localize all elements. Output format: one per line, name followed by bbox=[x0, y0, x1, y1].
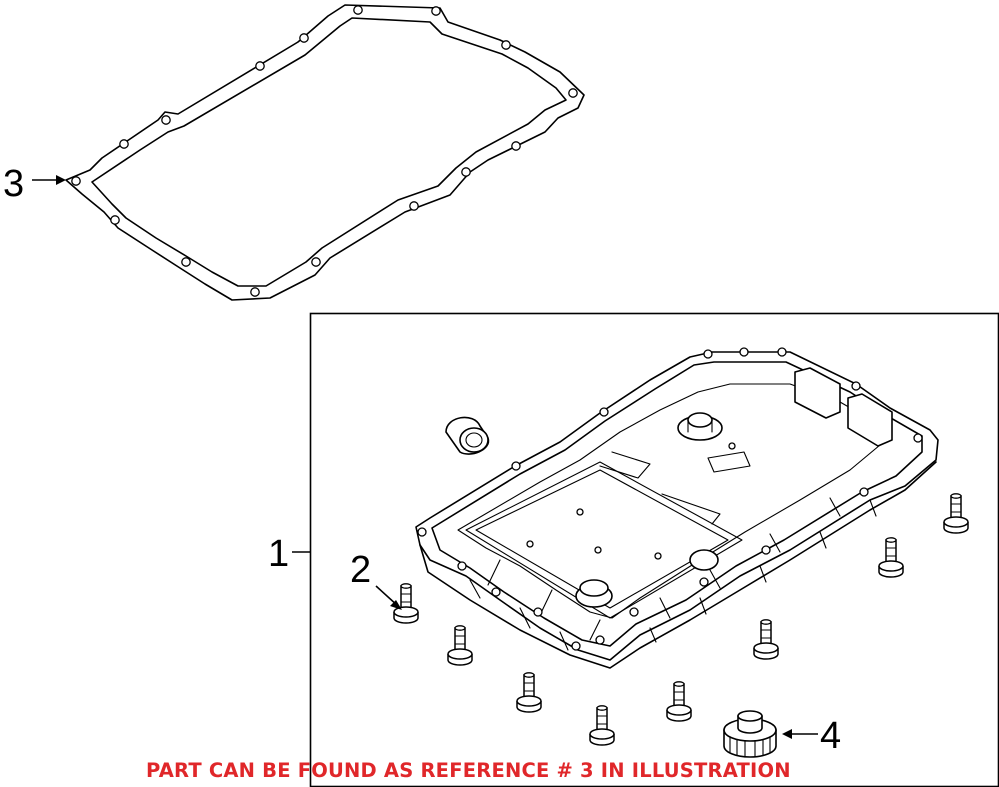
callout-3-label: 3 bbox=[3, 163, 24, 205]
gasket-icon bbox=[65, 4, 585, 301]
callout-1-label: 1 bbox=[268, 533, 289, 575]
callout-1: 1 bbox=[268, 533, 310, 575]
oil-pan-icon bbox=[415, 347, 939, 669]
plug-icon bbox=[445, 416, 490, 455]
gasket-bolt-holes bbox=[71, 5, 578, 297]
drain-plug-icon bbox=[723, 710, 777, 758]
callout-2: 2 bbox=[350, 549, 402, 610]
reference-note: PART CAN BE FOUND AS REFERENCE # 3 IN IL… bbox=[146, 759, 791, 782]
callout-4: 4 bbox=[782, 715, 841, 757]
callout-2-label: 2 bbox=[350, 549, 371, 591]
callout-4-label: 4 bbox=[820, 715, 841, 757]
callout-3: 3 bbox=[3, 163, 66, 205]
